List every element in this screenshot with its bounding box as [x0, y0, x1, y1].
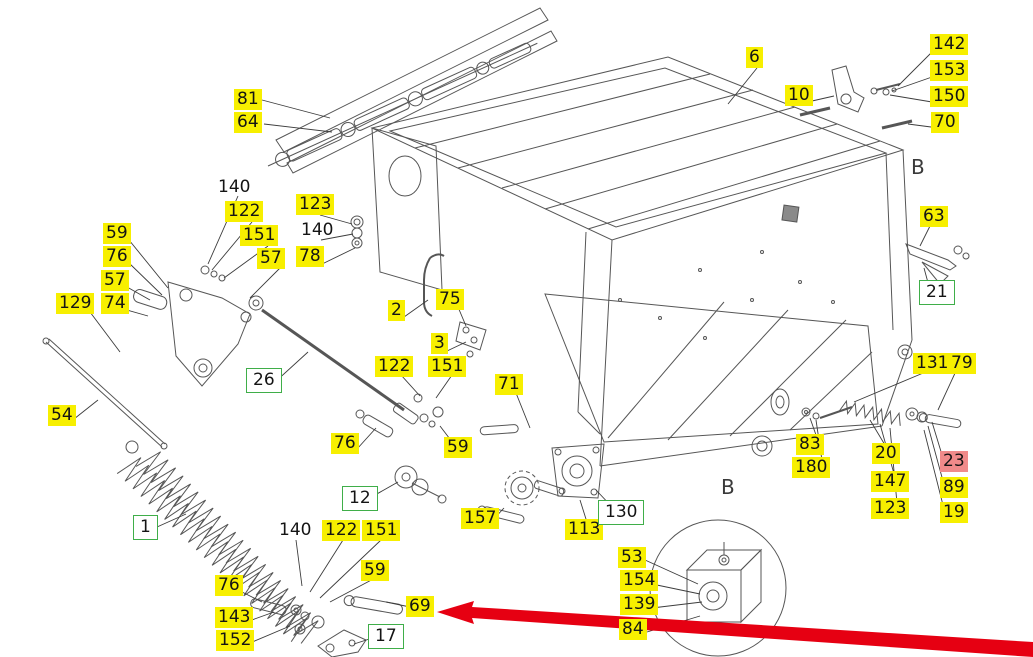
- part-label-89[interactable]: 89: [940, 477, 968, 498]
- part-label-21[interactable]: 21: [919, 280, 955, 305]
- part-label-2[interactable]: 2: [388, 300, 405, 321]
- knife-bracket: [905, 243, 970, 285]
- part-label-54[interactable]: 54: [48, 405, 76, 426]
- part-label-139[interactable]: 139: [620, 594, 659, 615]
- part-label-3[interactable]: 3: [431, 333, 448, 354]
- part-label-b: B: [911, 155, 925, 179]
- part-label-10[interactable]: 10: [785, 85, 813, 106]
- part-label-140: 140: [279, 520, 312, 540]
- part-label-b: B: [721, 475, 735, 499]
- long-rod: [42, 337, 168, 450]
- auger-bar-assembly: [267, 7, 558, 174]
- bottom-hardware: [250, 595, 403, 657]
- part-label-122[interactable]: 122: [322, 520, 361, 541]
- part-label-122[interactable]: 122: [375, 356, 414, 377]
- part-label-113[interactable]: 113: [565, 519, 604, 540]
- part-label-143[interactable]: 143: [215, 607, 254, 628]
- part-label-23[interactable]: 23: [940, 451, 968, 472]
- drive-parts: [394, 424, 605, 524]
- part-label-140: 140: [218, 177, 251, 197]
- part-label-84[interactable]: 84: [619, 619, 647, 640]
- part-label-69[interactable]: 69: [406, 596, 434, 617]
- part-label-180[interactable]: 180: [792, 457, 831, 478]
- part-label-59[interactable]: 59: [103, 223, 131, 244]
- part-label-63[interactable]: 63: [920, 206, 948, 227]
- part-label-123[interactable]: 123: [296, 194, 335, 215]
- part-label-123[interactable]: 123: [871, 498, 910, 519]
- part-label-151[interactable]: 151: [428, 356, 467, 377]
- part-label-79[interactable]: 79: [948, 353, 976, 374]
- leader-lines: [73, 51, 957, 645]
- red-annotation-arrow: [437, 601, 1033, 657]
- part-label-152[interactable]: 152: [216, 630, 255, 651]
- link-rod: [261, 308, 444, 438]
- part-label-153[interactable]: 153: [930, 60, 969, 81]
- part-label-70[interactable]: 70: [931, 112, 959, 133]
- part-label-74[interactable]: 74: [101, 293, 129, 314]
- part-label-75[interactable]: 75: [436, 289, 464, 310]
- part-label-59[interactable]: 59: [444, 437, 472, 458]
- tension-springs: [116, 440, 325, 644]
- part-label-12[interactable]: 12: [342, 486, 378, 511]
- part-label-131[interactable]: 131: [913, 353, 952, 374]
- mid-hardware: [350, 215, 487, 358]
- part-label-59[interactable]: 59: [361, 560, 389, 581]
- part-label-140: 140: [301, 220, 334, 240]
- part-label-1[interactable]: 1: [133, 515, 158, 540]
- part-label-150[interactable]: 150: [930, 86, 969, 107]
- part-label-142[interactable]: 142: [930, 34, 969, 55]
- right-spring-assembly: [801, 399, 962, 428]
- part-label-76[interactable]: 76: [103, 246, 131, 267]
- part-label-57[interactable]: 57: [101, 270, 129, 291]
- part-label-26[interactable]: 26: [246, 368, 282, 393]
- part-label-130[interactable]: 130: [598, 500, 645, 525]
- part-label-71[interactable]: 71: [495, 374, 523, 395]
- part-label-20[interactable]: 20: [872, 443, 900, 464]
- part-label-157[interactable]: 157: [461, 508, 500, 529]
- part-label-78[interactable]: 78: [296, 246, 324, 267]
- lever-arm-assembly: [133, 265, 264, 387]
- part-label-81[interactable]: 81: [234, 89, 262, 110]
- part-label-122[interactable]: 122: [225, 201, 264, 222]
- part-label-151[interactable]: 151: [240, 225, 279, 246]
- part-label-17[interactable]: 17: [368, 624, 404, 649]
- part-label-83[interactable]: 83: [796, 434, 824, 455]
- part-label-6[interactable]: 6: [746, 47, 763, 68]
- part-label-53[interactable]: 53: [618, 547, 646, 568]
- part-label-64[interactable]: 64: [234, 112, 262, 133]
- part-label-76[interactable]: 76: [331, 433, 359, 454]
- main-frame: [370, 56, 913, 467]
- part-label-151[interactable]: 151: [362, 520, 401, 541]
- part-label-147[interactable]: 147: [871, 471, 910, 492]
- part-label-129[interactable]: 129: [56, 293, 95, 314]
- part-label-19[interactable]: 19: [940, 502, 968, 523]
- part-label-57[interactable]: 57: [257, 248, 285, 269]
- part-label-76[interactable]: 76: [215, 575, 243, 596]
- part-label-154[interactable]: 154: [620, 570, 659, 591]
